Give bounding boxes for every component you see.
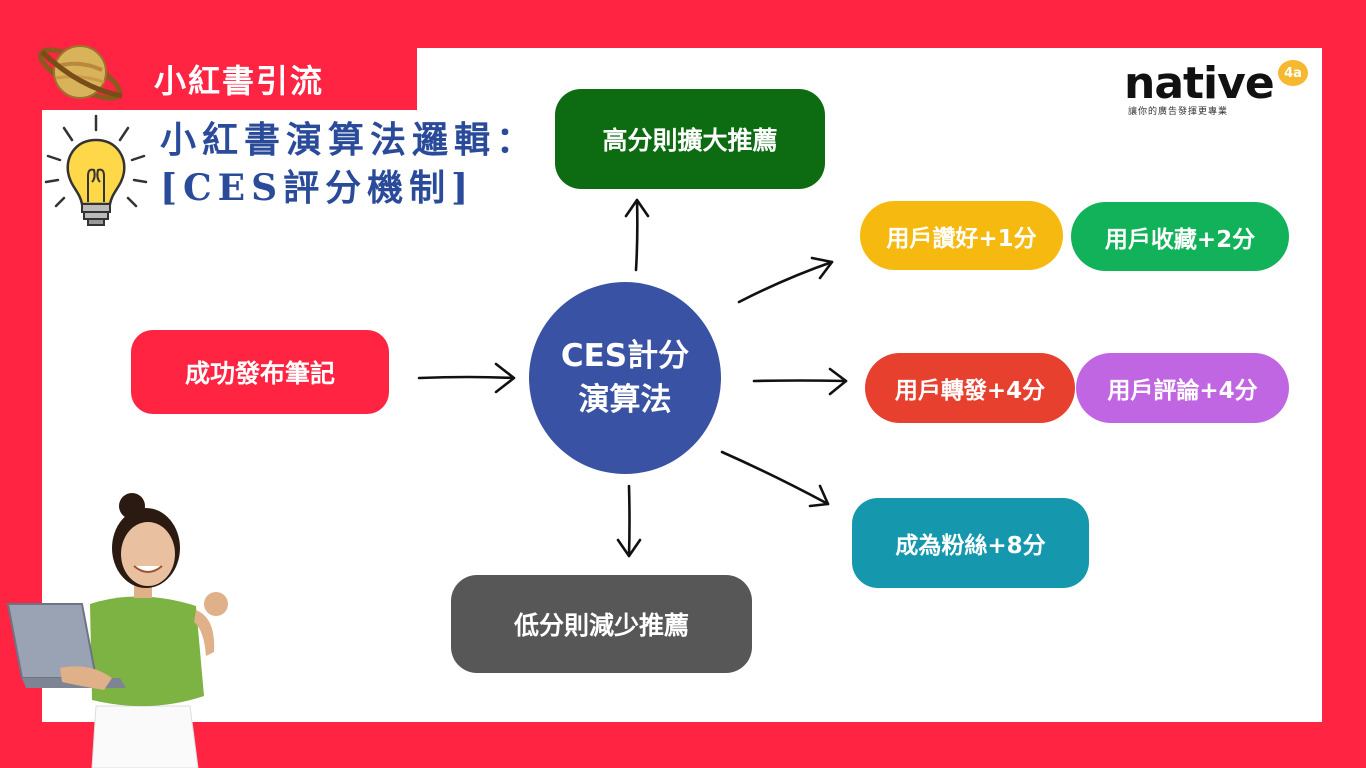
lightbulb-icon: [42, 112, 152, 230]
ces-center-node: CES計分 演算法: [529, 282, 721, 474]
headline: 小紅書演算法邏輯： [CES評分機制]: [160, 116, 538, 212]
logo-tagline: 讓你的廣告發揮更專業: [1128, 104, 1228, 117]
score-comment-node: 用戶評論+4分: [1076, 353, 1289, 423]
source-node: 成功發布筆記: [131, 330, 389, 414]
score-share-label: 用戶轉發+4分: [895, 371, 1045, 405]
score-comment-label: 用戶評論+4分: [1107, 371, 1257, 405]
score-like-node: 用戶讚好+1分: [860, 201, 1063, 270]
center-line2: 演算法: [579, 378, 672, 422]
score-fan-label: 成為粉絲+8分: [895, 526, 1045, 560]
score-like-label: 用戶讚好+1分: [886, 219, 1036, 253]
low-score-node: 低分則減少推薦: [451, 575, 752, 673]
high-score-label: 高分則擴大推薦: [602, 121, 777, 157]
score-collect-label: 用戶收藏+2分: [1105, 220, 1255, 254]
planet-icon: [34, 30, 126, 112]
logo-word: native: [1124, 58, 1274, 109]
title-tab-label: 小紅書引流: [154, 56, 324, 102]
high-score-node: 高分則擴大推薦: [555, 89, 825, 189]
headline-line1: 小紅書演算法邏輯：: [160, 116, 538, 164]
logo-badge: 4a: [1278, 60, 1308, 86]
center-line1: CES計分: [561, 334, 689, 378]
score-collect-node: 用戶收藏+2分: [1071, 202, 1289, 271]
low-score-label: 低分則減少推薦: [514, 606, 689, 642]
native-logo: native 4a 讓你的廣告發揮更專業: [1124, 58, 1314, 118]
headline-line2: [CES評分機制]: [160, 164, 538, 212]
score-fan-node: 成為粉絲+8分: [852, 498, 1089, 588]
score-share-node: 用戶轉發+4分: [865, 353, 1075, 423]
woman-with-laptop-illustration: [0, 492, 240, 768]
source-label: 成功發布筆記: [185, 354, 335, 390]
